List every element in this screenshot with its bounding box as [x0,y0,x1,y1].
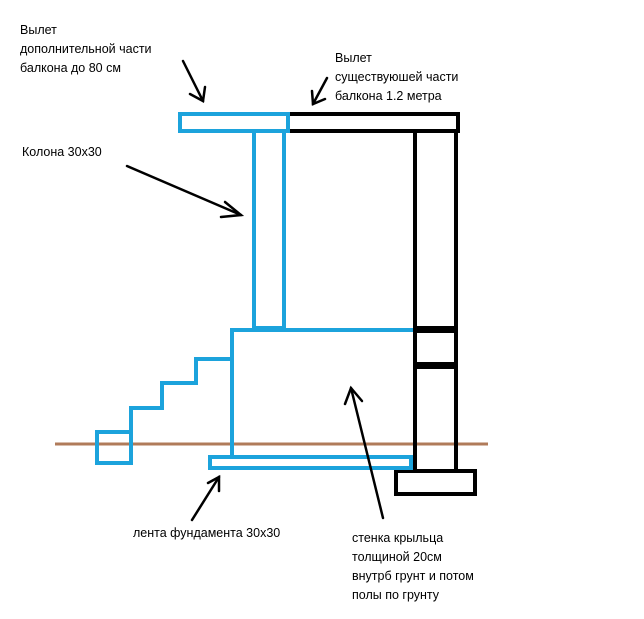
label-extension-new-line-2: дополнительной части [20,42,152,56]
label-porch-wall-line-4: полы по грунту [352,588,440,602]
label-porch-wall-line-1: стенка крыльца [352,531,444,545]
label-porch-wall: стенка крыльца толщиной 20см внутрб грун… [352,529,474,605]
label-extension-existing-line-3: балкона 1.2 метра [335,89,442,103]
label-porch-wall-line-3: внутрб грунт и потом [352,569,474,583]
existing-wall-lower [413,365,458,473]
arrow-column [125,164,245,219]
porch-stairs [129,357,232,432]
label-extension-existing-line-2: существуюшей части [335,70,459,84]
arrow-foundation [190,474,221,522]
new-balcony-slab [178,112,290,133]
column [252,129,286,330]
label-extension-existing: Вылет существуюшей части балкона 1.2 мет… [335,49,458,106]
label-foundation: лента фундамента 30х30 [133,526,281,540]
porch-wall [230,328,413,457]
label-column: Колона 30х30 [22,145,102,159]
existing-wall-upper [413,129,458,330]
label-extension-new-line-3: балкона до 80 см [20,61,121,75]
existing-wall-middle [413,329,458,366]
foundation-strip [208,455,413,470]
arrow-extension-new [181,59,207,103]
label-extension-existing-line-1: Вылет [335,51,372,65]
label-extension-new: Вылет дополнительной части балкона до 80… [20,21,152,78]
label-extension-new-line-1: Вылет [20,23,57,37]
new-structure [95,112,413,470]
existing-foundation [394,469,477,496]
label-porch-wall-line-2: толщиной 20см [352,550,442,564]
stair-foundation [95,430,133,465]
arrow-extension-existing [310,76,329,106]
existing-balcony-slab [286,112,460,133]
existing-structure [286,112,477,496]
arrows [125,59,385,522]
arrow-porch-wall [343,385,385,520]
